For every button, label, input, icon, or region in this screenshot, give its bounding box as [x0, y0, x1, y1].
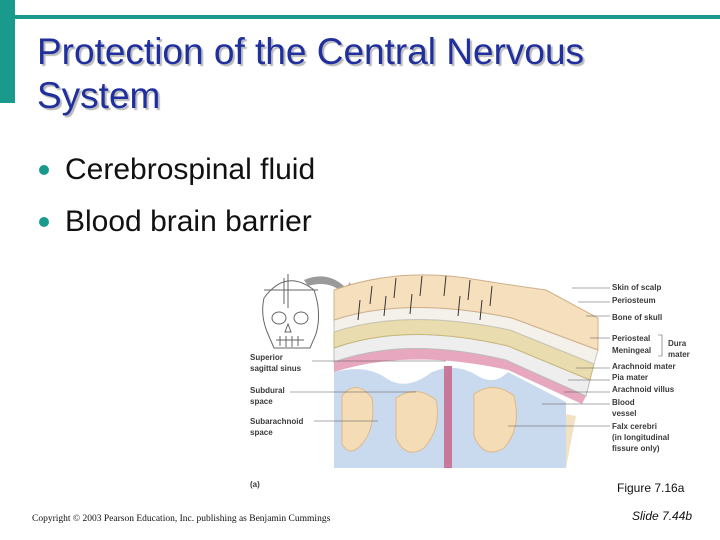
- meninges-layers: [333, 274, 599, 468]
- bullet-item: Cerebrospinal fluid: [37, 144, 315, 196]
- label-bone-of-skull: Bone of skull: [612, 313, 662, 322]
- figure-caption: Figure 7.16a: [617, 481, 685, 495]
- slide-title: Protection of the Central Nervous System: [37, 31, 585, 116]
- bullet-item: Blood brain barrier: [37, 196, 315, 248]
- bullet-text: Cerebrospinal fluid: [65, 153, 316, 186]
- bullet-list: Cerebrospinal fluid Blood brain barrier: [37, 144, 315, 248]
- bullet-text: Blood brain barrier: [65, 205, 312, 238]
- bullet-dot-icon: [39, 217, 49, 227]
- label-periosteum: Periosteum: [612, 296, 656, 305]
- figure-panel-label: (a): [250, 480, 260, 489]
- label-skin-of-scalp: Skin of scalp: [612, 283, 661, 292]
- label-arachnoid-mater: Arachnoid mater: [612, 362, 676, 371]
- label-pia-mater: Pia mater: [612, 373, 648, 382]
- bullet-dot-icon: [39, 165, 49, 175]
- accent-bar-top: [15, 15, 720, 19]
- slide-number: Slide 7.44b: [632, 509, 693, 523]
- label-arachnoid-villus: Arachnoid villus: [612, 385, 675, 394]
- copyright-notice: Copyright © 2003 Pearson Education, Inc.…: [32, 514, 331, 524]
- accent-bar-left: [0, 0, 15, 103]
- label-periosteal: Periosteal: [612, 334, 650, 343]
- label-meningeal: Meningeal: [612, 346, 651, 355]
- skull-icon: [262, 274, 320, 349]
